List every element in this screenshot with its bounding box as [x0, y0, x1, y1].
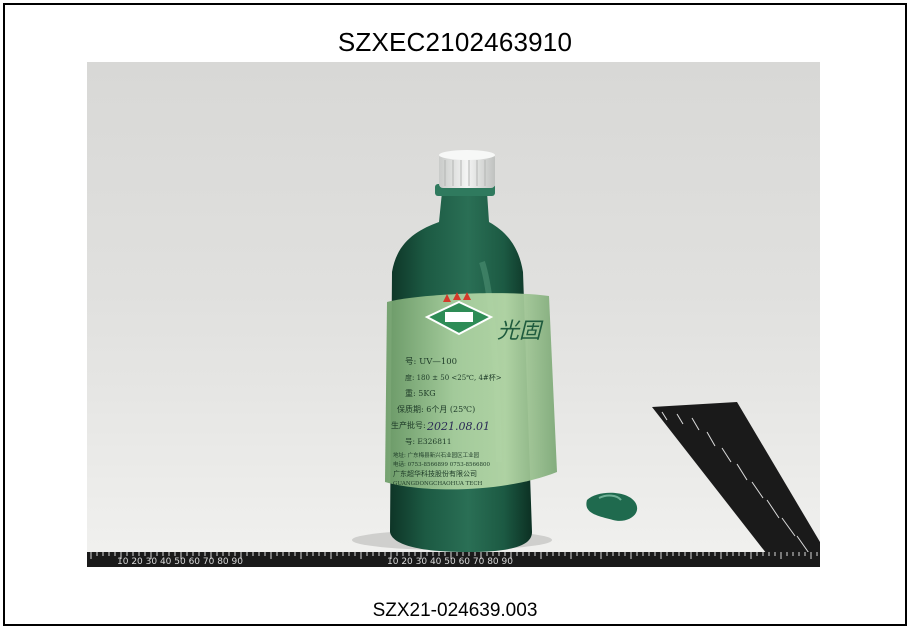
label-batch-label: 生产批号:: [391, 420, 426, 430]
corner-ruler: [652, 402, 820, 567]
bottom-ruler: 10 20 30 40 50 60 70 80 90 10 20 30 40 5…: [87, 552, 820, 567]
label-item-line: 号: E326811: [405, 437, 452, 446]
label-company-line: 广东超华科技股份有限公司: [393, 469, 477, 478]
brand-logo: [424, 292, 494, 336]
label-brand: 光固: [497, 319, 544, 344]
label-batch-date: 2021.08.01: [426, 420, 490, 433]
label-model-line: 号: UV—100: [405, 357, 457, 367]
ruler-scale-1: 10 20 30 40 50 60 70 80 90: [117, 557, 243, 567]
report-number: SZXEC2102463910: [337, 27, 573, 57]
white-cap: [439, 150, 495, 188]
label-weight-line: 重: 5KG: [405, 388, 436, 398]
label-shelf-line: 保质期: 6个月 (25℃): [397, 404, 475, 414]
sample-number: SZX21-024639.003: [372, 600, 538, 621]
label-company-en: GUANGDONGCHAOHUA TECH: [393, 481, 483, 487]
label-phone-line: 电话: 0753-8566899 0753-8566800: [393, 460, 491, 468]
label-viscosity-line: 度: 180 ± 50 <25℃, 4#杯>: [405, 373, 502, 382]
green-resin-drop: [586, 492, 638, 521]
ruler-scale-2: 10 20 30 40 50 60 70 80 90: [387, 557, 513, 567]
report-photo-page: SZXEC2102463910: [3, 3, 907, 626]
sample-photo: 光固 号: UV—100 度: 180 ± 50 <25℃, 4#杯> 重: 5…: [87, 62, 820, 567]
label-address-line: 地址: 广东梅县新兴石业园区工业园: [393, 451, 480, 459]
bottle-label: 光固 号: UV—100 度: 180 ± 50 <25℃, 4#杯> 重: 5…: [385, 292, 557, 490]
sample-photo-scene: 光固 号: UV—100 度: 180 ± 50 <25℃, 4#杯> 重: 5…: [87, 150, 820, 567]
